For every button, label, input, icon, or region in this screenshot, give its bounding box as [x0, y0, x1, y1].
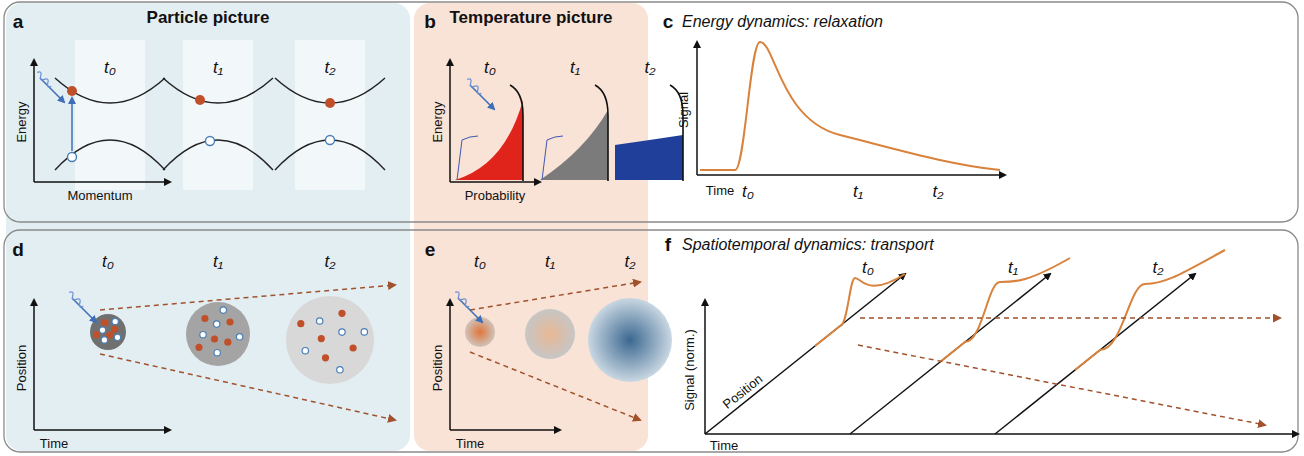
time-label: t₁	[570, 59, 580, 78]
panel-heading: Spatiotemporal dynamics: transport	[682, 236, 934, 254]
panel-letter: b	[424, 12, 436, 33]
time-label: t₂	[1152, 259, 1163, 278]
band-title: Particle picture	[147, 8, 270, 28]
panel-heading: Energy dynamics: relaxation	[682, 13, 883, 31]
time-label: t₀	[862, 259, 874, 278]
axis-label: Energy	[431, 101, 445, 142]
axis-label: Probability	[465, 189, 526, 203]
time-label: t₁	[213, 253, 223, 272]
axis-label: Energy	[15, 101, 29, 142]
band-title: Temperature picture	[449, 8, 612, 28]
axis-label: Position	[720, 372, 765, 412]
picture-band: Temperature picture	[414, 3, 648, 451]
time-label: t₁	[545, 253, 555, 272]
axis-label: Signal	[677, 92, 691, 128]
time-label: t₀	[102, 253, 114, 272]
time-label: t₁	[213, 59, 223, 78]
time-label: t₀	[742, 183, 754, 202]
panel-letter: a	[13, 12, 24, 33]
axis-label: Time	[710, 439, 738, 453]
panel-letter: d	[12, 240, 24, 261]
time-label: t₁	[853, 183, 863, 202]
axis-label: Time	[456, 437, 484, 451]
panel-letter: e	[425, 240, 436, 261]
axis-label: Time	[706, 184, 734, 198]
time-label: t₂	[644, 59, 655, 78]
axis-label: Position	[431, 345, 445, 391]
axis-label: Time	[40, 437, 68, 451]
time-label: t₂	[932, 183, 943, 202]
time-label: t₀	[474, 253, 486, 272]
time-label: t₁	[1008, 259, 1018, 278]
time-label: t₂	[624, 253, 635, 272]
time-label: t₂	[324, 59, 335, 78]
time-label: t₀	[484, 59, 496, 78]
time-label: t₀	[104, 59, 116, 78]
axis-label: Momentum	[67, 189, 132, 203]
panel-letter: f	[665, 235, 671, 256]
axis-label: Signal (norm.)	[683, 329, 697, 411]
axis-label: Position	[15, 345, 29, 391]
picture-band: Particle picture	[6, 3, 410, 451]
panel-letter: c	[663, 12, 674, 33]
time-label: t₂	[324, 253, 335, 272]
